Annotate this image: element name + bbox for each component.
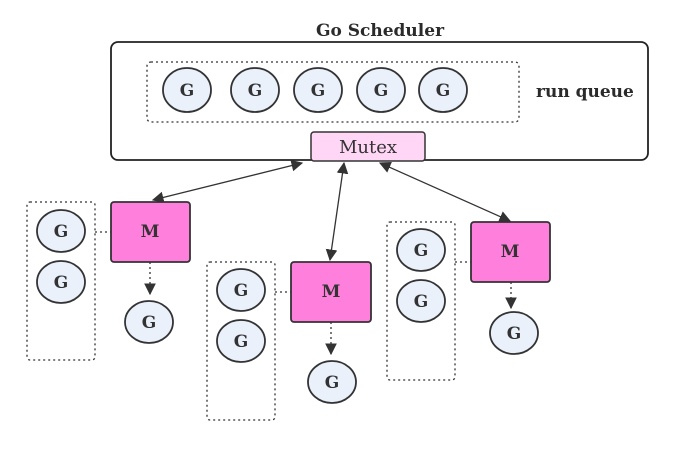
thread-label: M (141, 222, 160, 242)
run-queue-goroutine: G (293, 67, 343, 113)
run-queue-goroutine: G (356, 67, 406, 113)
local-goroutine: G (396, 228, 446, 272)
running-goroutine: G (124, 300, 174, 344)
local-goroutine: G (216, 319, 266, 363)
goroutine-label: G (248, 81, 263, 101)
goroutine-label: G (54, 273, 69, 293)
goroutine-label: G (436, 81, 451, 101)
goroutine-label: G (414, 241, 429, 261)
diagram-title: Go Scheduler (316, 21, 445, 41)
local-goroutine: G (36, 260, 86, 304)
goroutine-label: G (142, 313, 157, 333)
run-queue-goroutine: G (162, 67, 212, 113)
local-queue-box (386, 221, 456, 381)
running-goroutine: G (307, 360, 357, 404)
local-goroutine: G (396, 279, 446, 323)
goroutine-label: G (234, 332, 249, 352)
running-goroutine: G (489, 311, 539, 355)
goroutine-label: G (311, 81, 326, 101)
run-queue-goroutine: G (418, 67, 468, 113)
goroutine-label: G (414, 292, 429, 312)
thread-label: M (501, 242, 520, 262)
local-goroutine: G (36, 209, 86, 253)
mutex-box (310, 131, 426, 162)
thread-label: M (322, 282, 341, 302)
goroutine-label: G (325, 373, 340, 393)
run-queue-goroutine: G (230, 67, 280, 113)
goroutine-label: G (234, 281, 249, 301)
mutex-thread-arrow (378, 161, 512, 223)
mutex-label: Mutex (339, 137, 397, 158)
run-queue-label: run queue (536, 82, 634, 102)
goroutine-label: G (180, 81, 195, 101)
local-queue-box (206, 261, 276, 421)
mutex-thread-arrow (325, 161, 349, 262)
local-goroutine: G (216, 268, 266, 312)
goroutine-label: G (54, 222, 69, 242)
goroutine-label: G (374, 81, 389, 101)
mutex-thread-arrow (151, 159, 304, 204)
run-queue-box (146, 61, 520, 123)
goroutine-label: G (507, 324, 522, 344)
local-queue-box (26, 201, 96, 361)
